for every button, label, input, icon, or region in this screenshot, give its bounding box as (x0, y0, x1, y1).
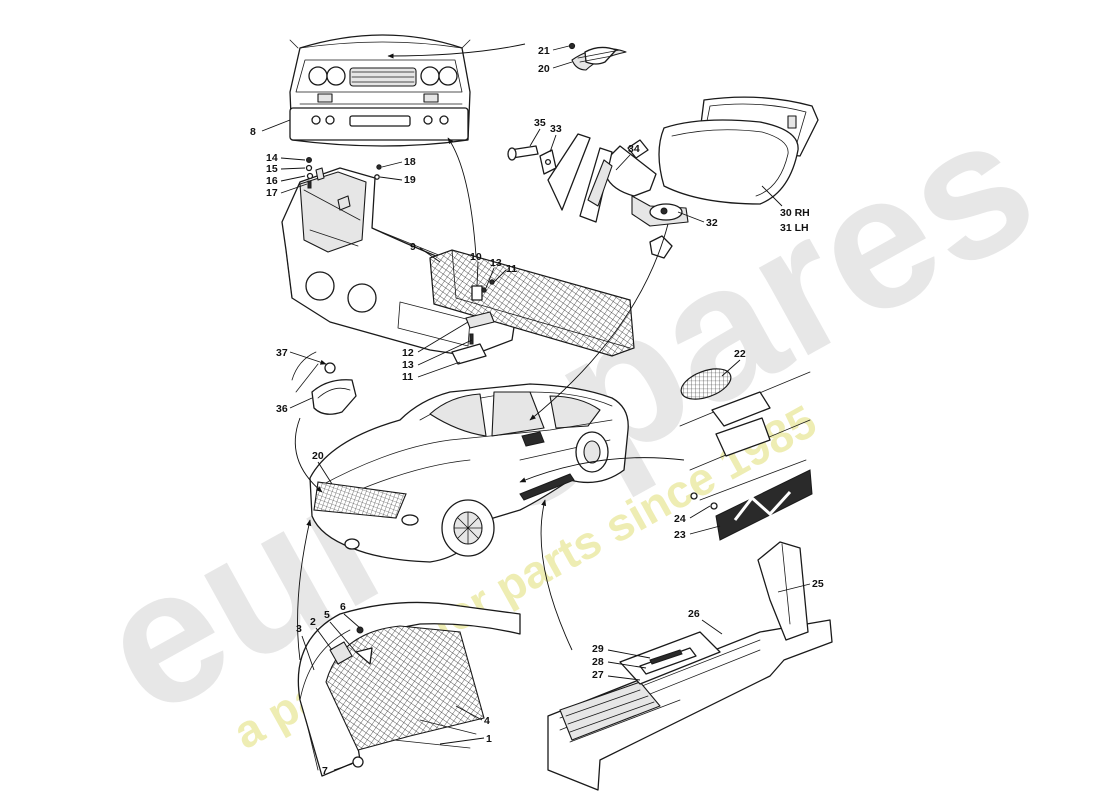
callout-4: 4 (484, 715, 490, 727)
bonnet-badge (568, 42, 627, 71)
callout-20-badge: 20 (538, 63, 550, 75)
callouts: 21 20 8 14 15 16 17 18 19 9 10 13 11 12 … (250, 45, 824, 777)
callout-23: 23 (674, 529, 686, 541)
callout-5: 5 (324, 609, 330, 621)
callout-34: 34 (628, 143, 640, 155)
callout-32: 32 (706, 217, 718, 229)
callout-24: 24 (674, 513, 686, 525)
callout-17: 17 (266, 187, 278, 199)
side-badge-assembly (679, 368, 813, 541)
callout-7: 7 (322, 765, 328, 777)
callout-15: 15 (266, 163, 278, 175)
callout-31-lh: 31 LH (780, 222, 809, 234)
leader-arrows (294, 43, 685, 661)
callout-9: 9 (410, 241, 416, 253)
door-mirror-assembly (507, 96, 819, 259)
callout-36: 36 (276, 403, 288, 415)
callout-11-top: 11 (506, 263, 517, 275)
callout-13-bottom: 13 (402, 359, 414, 371)
callout-25: 25 (812, 578, 824, 590)
callout-27: 27 (592, 669, 604, 681)
car-body (309, 383, 629, 563)
wheel-arch-liner (297, 601, 521, 777)
door-sill-assembly (547, 541, 833, 791)
callout-26: 26 (688, 608, 700, 620)
callout-30-rh: 30 RH (780, 207, 810, 219)
callout-10: 10 (470, 251, 482, 263)
callout-19: 19 (404, 174, 416, 186)
callout-13-top: 13 (490, 257, 502, 269)
front-view-assembly (289, 34, 471, 147)
callout-33: 33 (550, 123, 562, 135)
callout-22: 22 (734, 348, 746, 360)
callout-14: 14 (266, 152, 278, 164)
callout-20-car: 20 (312, 450, 324, 462)
roof-trim-section (291, 351, 357, 415)
bracket-10 (471, 285, 483, 301)
callout-29: 29 (592, 643, 604, 655)
grille-mesh (429, 249, 635, 357)
callout-11-bottom: 11 (402, 371, 413, 383)
callout-18: 18 (404, 156, 416, 168)
callout-1: 1 (486, 733, 492, 745)
callout-35: 35 (534, 117, 546, 129)
callout-28: 28 (592, 656, 604, 668)
callout-8: 8 (250, 126, 256, 138)
callout-2: 2 (310, 616, 316, 628)
callout-12: 12 (402, 347, 414, 359)
callout-21: 21 (538, 45, 550, 57)
callout-37: 37 (276, 347, 288, 359)
callout-6: 6 (340, 601, 346, 613)
callout-3: 3 (296, 623, 302, 635)
callout-16: 16 (266, 175, 278, 187)
